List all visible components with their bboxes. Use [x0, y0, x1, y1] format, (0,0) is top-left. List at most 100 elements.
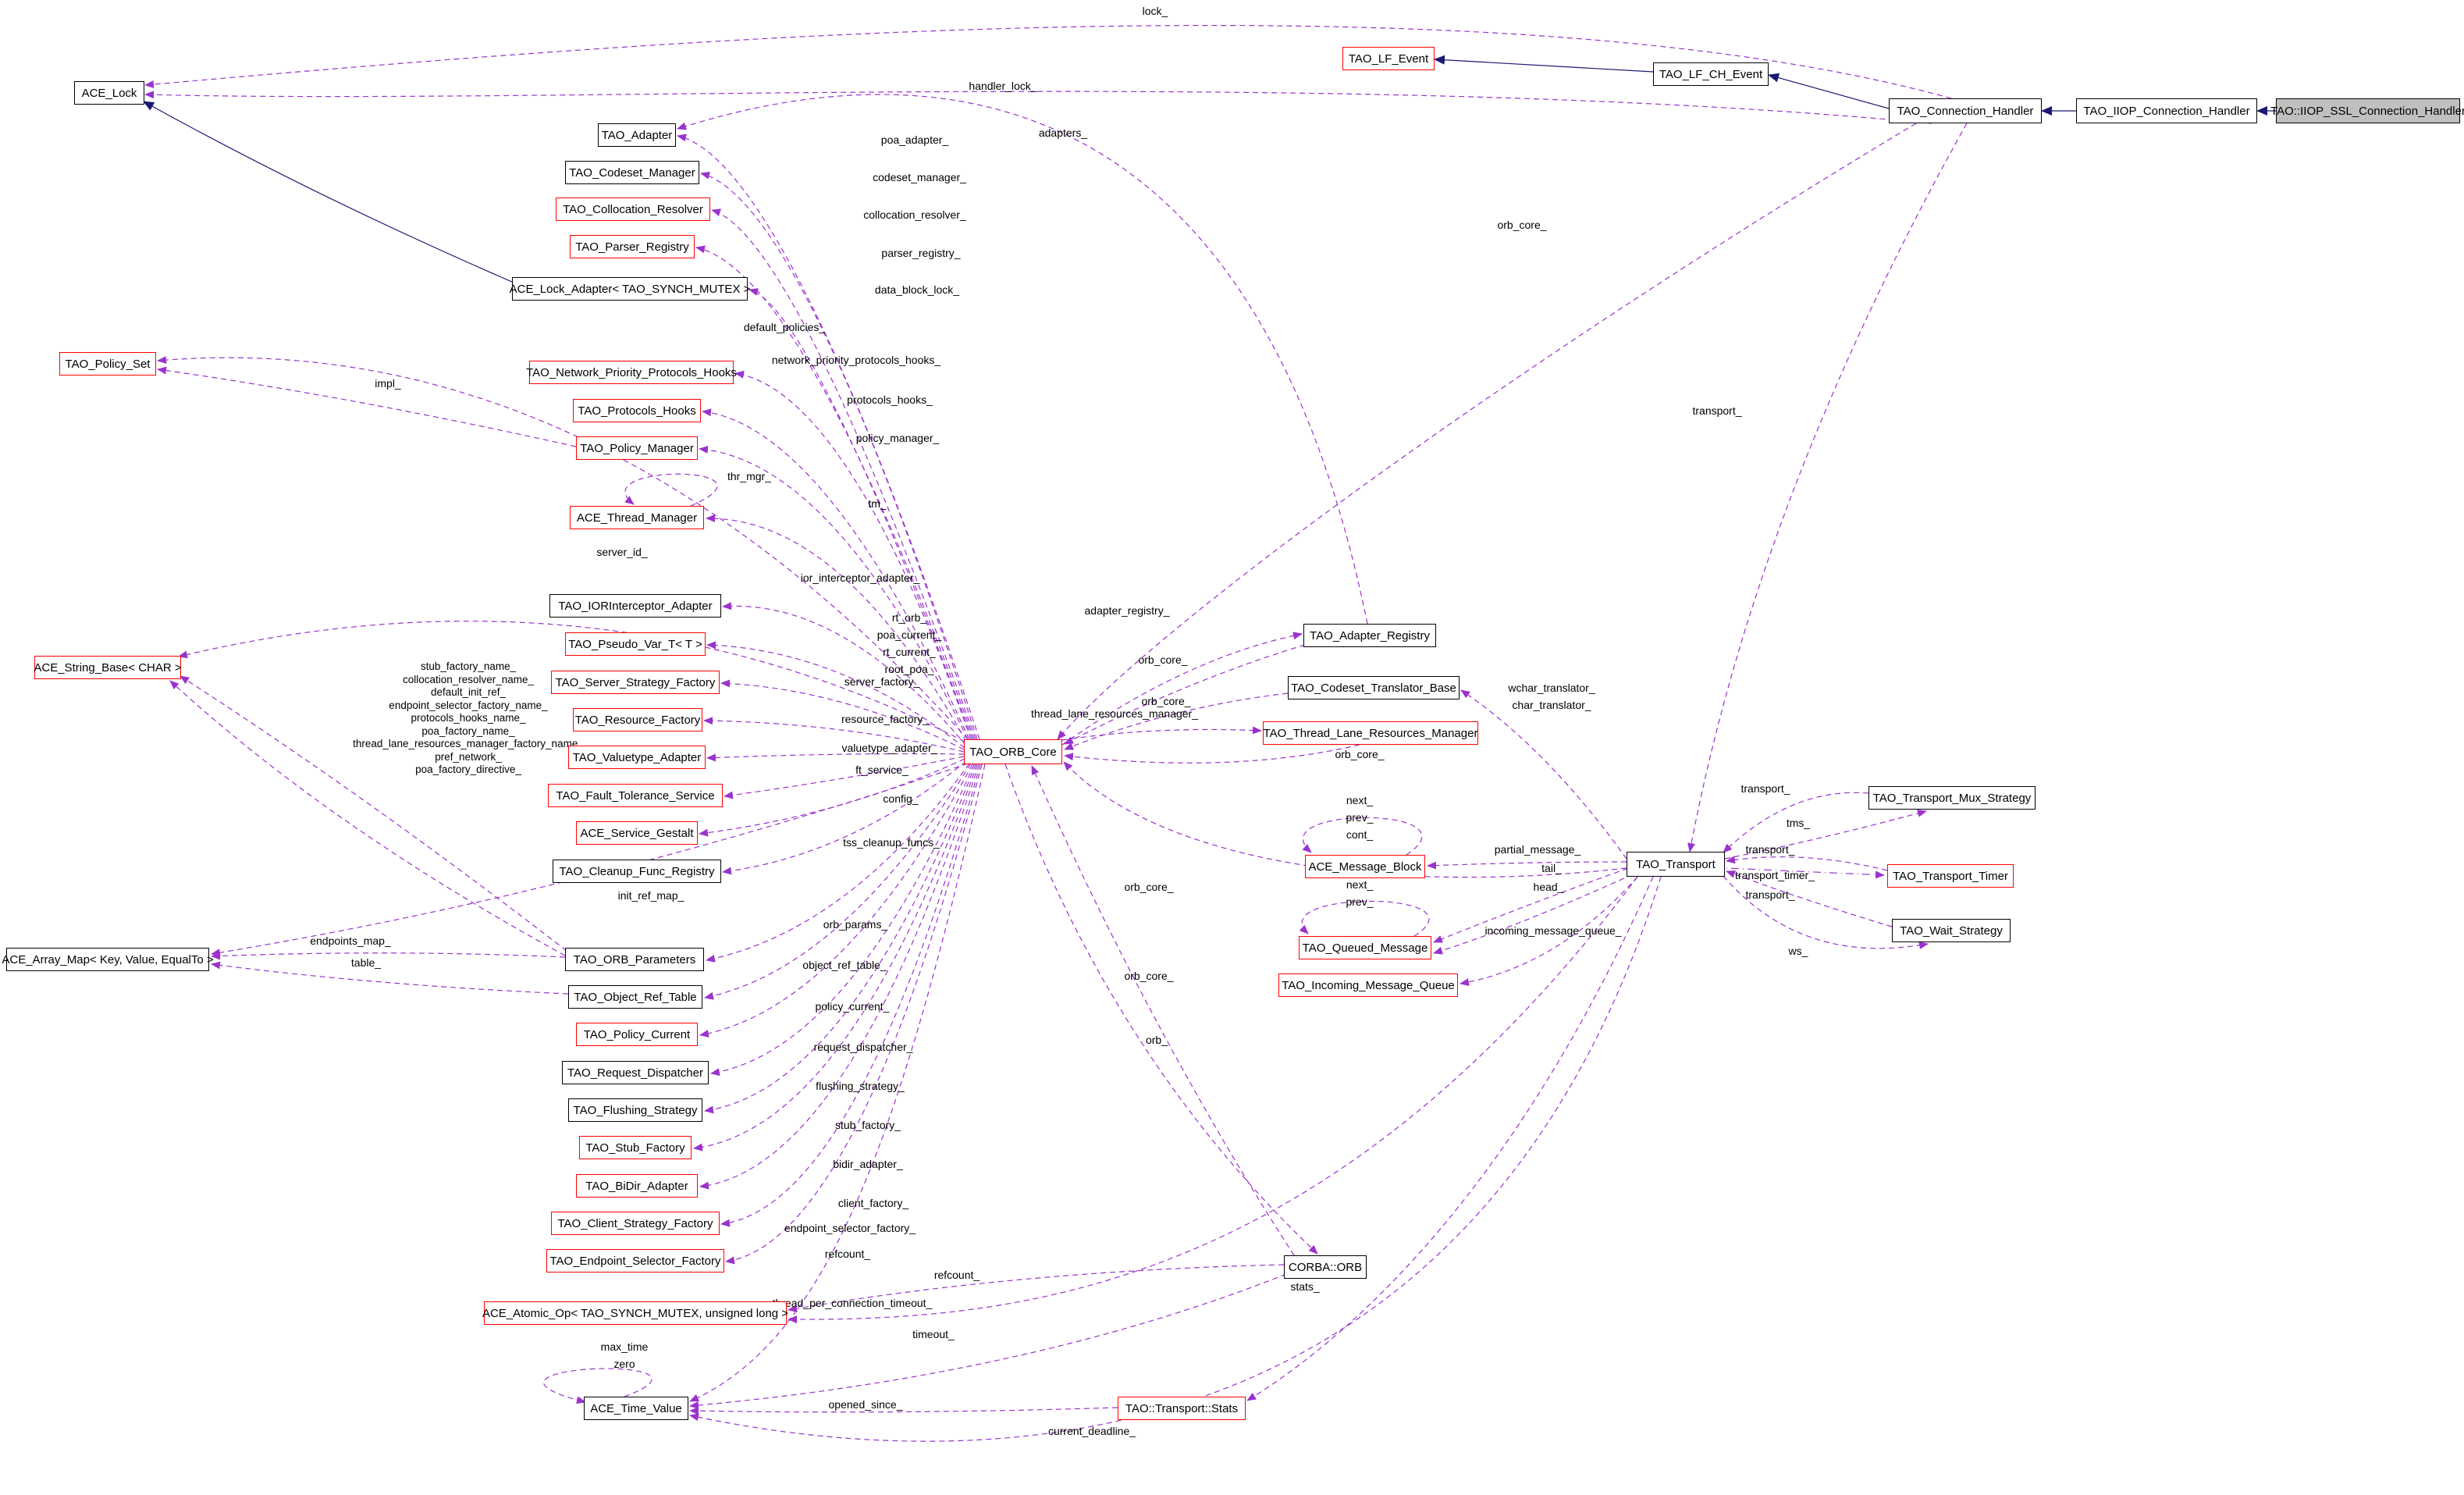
- node-tao_adapter_registry[interactable]: TAO_Adapter_Registry: [1303, 624, 1436, 647]
- edge-tao_orb_core-to-tao_bidir_adapter: [699, 764, 980, 1190]
- node-tao_lf_ch_event[interactable]: TAO_LF_CH_Event: [1653, 62, 1769, 86]
- node-tao_orb_core[interactable]: TAO_ORB_Core: [964, 739, 1062, 764]
- edge-tao_orb_core-to-ace_time_value: [689, 764, 986, 1402]
- edge-tao_orb_core-to-tao_iorinterceptor_adapter: [722, 602, 967, 746]
- edge-label-policy_current: policy_current_: [815, 1000, 890, 1013]
- node-tao_flushing_strategy[interactable]: TAO_Flushing_Strategy: [568, 1098, 702, 1122]
- edge-label-handler_lock: handler_lock_: [969, 80, 1037, 92]
- node-tao_server_strategy_factory[interactable]: TAO_Server_Strategy_Factory: [551, 671, 720, 694]
- edge-label-endpoints_map: endpoints_map_: [310, 934, 391, 947]
- edge-label-max_time: max_time zero: [600, 1340, 649, 1370]
- node-tao_fault_tolerance_service[interactable]: TAO_Fault_Tolerance_Service: [548, 784, 723, 807]
- edge-label-adapters: adapters_: [1038, 126, 1088, 139]
- edge-tao_orb_core-to-tao_protocols_hooks: [702, 408, 970, 740]
- edge-tao_orb_core-to-tao_stub_factory: [693, 764, 978, 1152]
- edge-tao_orb_core-to-tao_client_strategy_factory: [720, 764, 981, 1227]
- node-tao_policy_manager[interactable]: TAO_Policy_Manager: [576, 436, 698, 460]
- node-tao_queued_message[interactable]: TAO_Queued_Message: [1299, 936, 1431, 959]
- node-tao_endpoint_selector_factory[interactable]: TAO_Endpoint_Selector_Factory: [546, 1249, 724, 1273]
- node-tao_stub_factory[interactable]: TAO_Stub_Factory: [579, 1136, 692, 1159]
- edge-label-impl: impl_: [375, 377, 401, 390]
- edge-tao_orb_core-to-tao_fault_tolerance_service: [724, 756, 965, 799]
- edge-label-tm: tm_: [868, 497, 887, 510]
- edge-tao_transport_stats-to-ace_time_value: [689, 1407, 1118, 1415]
- edge-tao_adapter_registry-to-tao_adapter: [677, 94, 1368, 625]
- node-tao_incoming_message_queue[interactable]: TAO_Incoming_Message_Queue: [1278, 974, 1458, 997]
- node-ace_message_block[interactable]: ACE_Message_Block: [1305, 855, 1425, 878]
- edge-label-client_factory: client_factory_: [837, 1197, 909, 1209]
- node-ace_lock[interactable]: ACE_Lock: [74, 81, 144, 105]
- edge-label-valuetype_adapter: valuetype_adapter_: [841, 742, 938, 754]
- node-tao_wait_strategy[interactable]: TAO_Wait_Strategy: [1892, 919, 2011, 942]
- edge-label-refcount: refcount_: [824, 1248, 871, 1260]
- edge-ace_message_block-to-ace_message_block: [1302, 817, 1423, 856]
- node-tao_iiop_ssl_connection_handler[interactable]: TAO::IIOP_SSL_Connection_Handler: [2270, 98, 2464, 123]
- edge-label-current_deadline: current_deadline_: [1047, 1425, 1136, 1437]
- node-ace_thread_manager[interactable]: ACE_Thread_Manager: [570, 506, 704, 529]
- node-tao_protocols_hooks[interactable]: TAO_Protocols_Hooks: [573, 399, 701, 422]
- node-tao_cleanup_func_registry[interactable]: TAO_Cleanup_Func_Registry: [553, 860, 721, 883]
- edge-label-poa_adapter: poa_adapter_: [880, 133, 949, 146]
- edge-label-resource_factory: resource_factory_: [841, 713, 930, 725]
- node-tao_valuetype_adapter[interactable]: TAO_Valuetype_Adapter: [568, 746, 706, 769]
- edge-label-table: table_: [350, 956, 382, 969]
- node-tao_collocation_resolver[interactable]: TAO_Collocation_Resolver: [556, 198, 710, 221]
- node-tao_codeset_manager[interactable]: TAO_Codeset_Manager: [565, 161, 699, 184]
- node-tao_codeset_translator_base[interactable]: TAO_Codeset_Translator_Base: [1288, 676, 1460, 699]
- node-tao_object_ref_table[interactable]: TAO_Object_Ref_Table: [568, 985, 702, 1009]
- edge-label-server_factory: server_factory_: [844, 675, 920, 688]
- node-tao_lf_event[interactable]: TAO_LF_Event: [1342, 47, 1435, 70]
- node-tao_network_priority_protocols_hooks[interactable]: TAO_Network_Priority_Protocols_Hooks: [526, 361, 737, 384]
- edge-corba_orb-to-ace_atomic_op: [788, 1264, 1285, 1313]
- edge-label-init_ref_map: init_ref_map_: [617, 889, 684, 902]
- edge-tao_orb_core-to-tao_codeset_manager: [700, 171, 978, 740]
- edge-label-lock: lock_: [1142, 5, 1168, 17]
- edge-label-data_block_lock: data_block_lock_: [874, 283, 960, 296]
- node-tao_pseudo_var_t[interactable]: TAO_Pseudo_Var_T< T >: [565, 632, 706, 656]
- node-ace_service_gestalt[interactable]: ACE_Service_Gestalt: [576, 821, 698, 845]
- edge-tao_orb_core-to-tao_request_dispatcher: [710, 764, 975, 1077]
- node-tao_request_dispatcher[interactable]: TAO_Request_Dispatcher: [562, 1061, 709, 1084]
- node-tao_bidir_adapter[interactable]: TAO_BiDir_Adapter: [576, 1174, 698, 1198]
- edge-tao_lf_ch_event-to-tao_lf_event: [1434, 55, 1654, 73]
- node-tao_transport[interactable]: TAO_Transport: [1627, 852, 1725, 877]
- edge-ace_lock_adapter-to-ace_lock: [143, 101, 513, 283]
- node-tao_policy_current[interactable]: TAO_Policy_Current: [576, 1023, 698, 1046]
- node-corba_orb[interactable]: CORBA::ORB: [1284, 1255, 1367, 1279]
- node-tao_parser_registry[interactable]: TAO_Parser_Registry: [570, 235, 695, 258]
- edge-label-partial_message: partial_message_: [1494, 843, 1581, 856]
- edge-tao_orb_parameters-to-ace_array_map: [211, 952, 566, 960]
- node-tao_adapter[interactable]: TAO_Adapter: [598, 123, 676, 147]
- edge-tao_transport_mux_strategy-to-tao_transport: [1723, 792, 1869, 853]
- node-tao_resource_factory[interactable]: TAO_Resource_Factory: [573, 708, 702, 731]
- edge-label-thr_mgr: thr_mgr_: [727, 470, 772, 482]
- edge-tao_orb_core-to-tao_object_ref_table: [704, 763, 972, 1000]
- node-tao_client_strategy_factory[interactable]: TAO_Client_Strategy_Factory: [551, 1212, 720, 1235]
- edge-tao_orb_core-to-tao_cleanup_func_registry: [722, 760, 967, 875]
- node-tao_iorinterceptor_adapter[interactable]: TAO_IORInterceptor_Adapter: [549, 594, 721, 618]
- node-tao_connection_handler[interactable]: TAO_Connection_Handler: [1889, 98, 2042, 123]
- node-tao_transport_mux_strategy[interactable]: TAO_Transport_Mux_Strategy: [1868, 786, 2036, 810]
- node-tao_iiop_connection_handler[interactable]: TAO_IIOP_Connection_Handler: [2076, 98, 2257, 123]
- edge-label-stub_factory: stub_factory_: [834, 1119, 901, 1131]
- node-tao_thread_lane_resources_manager[interactable]: TAO_Thread_Lane_Resources_Manager: [1263, 721, 1478, 745]
- edge-tao_orb_core-to-ace_thread_manager: [706, 514, 967, 742]
- node-tao_transport_stats[interactable]: TAO::Transport::Stats: [1118, 1397, 1246, 1420]
- node-ace_array_map[interactable]: ACE_Array_Map< Key, Value, EqualTo >: [2, 948, 214, 971]
- edge-label-orb_core: orb_core_: [1138, 653, 1188, 666]
- edge-label-thread_lane_resources_manager: thread_lane_resources_manager_: [1030, 707, 1199, 720]
- node-ace_time_value[interactable]: ACE_Time_Value: [584, 1397, 688, 1420]
- edge-label-request_dispatcher: request_dispatcher_: [813, 1041, 913, 1053]
- edge-label-transport_timer: transport_timer_: [1735, 869, 1815, 881]
- edge-tao_transport-to-tao_transport_timer: [1726, 867, 1885, 879]
- edge-tao_orb_core-to-tao_thread_lane_resources_manager: [1061, 726, 1262, 741]
- node-tao_orb_parameters[interactable]: TAO_ORB_Parameters: [565, 948, 704, 971]
- node-ace_atomic_op[interactable]: ACE_Atomic_Op< TAO_SYNCH_MUTEX, unsigned…: [482, 1301, 788, 1325]
- node-ace_string_base[interactable]: ACE_String_Base< CHAR >: [34, 656, 182, 679]
- node-tao_transport_timer[interactable]: TAO_Transport_Timer: [1887, 864, 2014, 888]
- edge-label-endpoint_selector_factory: endpoint_selector_factory_: [784, 1222, 916, 1234]
- node-tao_policy_set[interactable]: TAO_Policy_Set: [59, 352, 156, 376]
- node-ace_lock_adapter[interactable]: ACE_Lock_Adapter< TAO_SYNCH_MUTEX >: [510, 277, 750, 301]
- edge-label-ior_interceptor_adapter: ior_interceptor_adapter_: [800, 571, 920, 584]
